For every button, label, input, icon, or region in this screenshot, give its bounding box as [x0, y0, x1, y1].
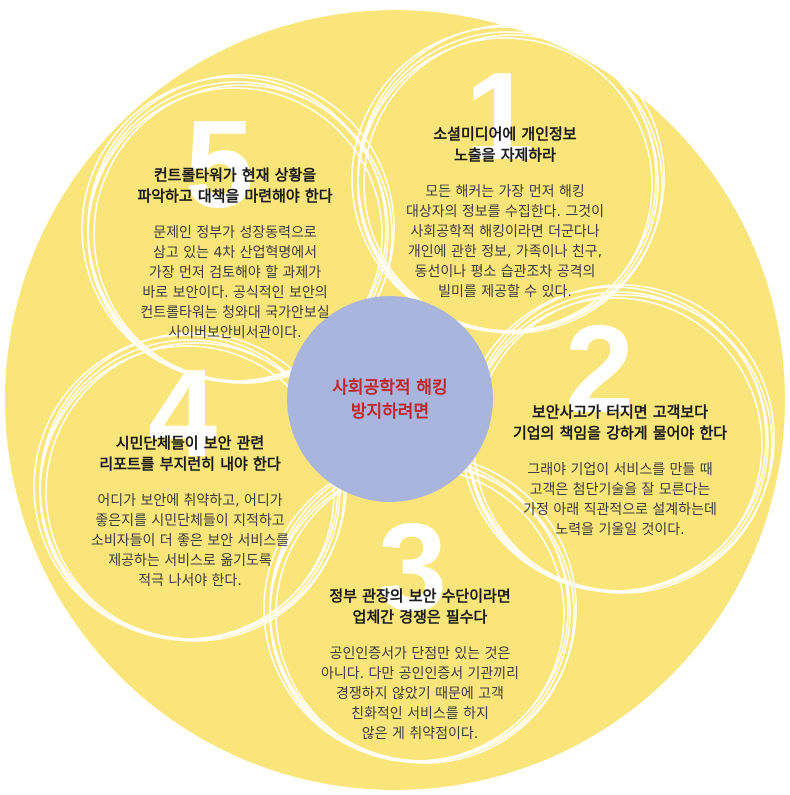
step-title-2: 보안사고가 터지면 고객보다 기업의 책임을 강하게 물어야 한다	[512, 403, 728, 442]
step-body-1: 모든 해커는 가장 먼저 해킹 대상자의 정보를 수집한다. 그것이 사회공학적…	[405, 184, 605, 300]
step-number-3: 3	[378, 499, 447, 637]
step-title-3: 정부 관장의 보안 수단이라면 업체간 경쟁은 필수다	[329, 587, 511, 626]
step-body-3: 공인인증서가 단점만 있는 것은 아니다. 다만 공인인증서 기관끼리 경쟁하지…	[320, 646, 520, 742]
ring-group-5	[81, 74, 395, 384]
step-number-4: 4	[148, 345, 217, 483]
step-body-5: 문제인 정부가 성장동력으로 삼고 있는 4차 산업혁명에서 가장 먼저 검토해…	[140, 225, 330, 341]
step-title-1: 소셜미디어에 개인정보 노출을 자제하라	[433, 125, 577, 164]
step-number-5: 5	[185, 96, 254, 234]
step-title-4: 시민단체들이 보안 관련 리포트를 부지런히 내야 한다	[99, 434, 281, 473]
step-block-1: 소셜미디어에 개인정보 노출을 자제하라 모든 해커는 가장 먼저 해킹 대상자…	[370, 124, 640, 302]
center-blue-circle	[287, 296, 493, 502]
step-block-2: 보안사고가 터지면 고객보다 기업의 책임을 강하게 물어야 한다 그래야 기업…	[475, 402, 765, 540]
step-body-4: 어디가 보안에 취약하고, 어디가 좋은지를 시민단체들이 지적하고 소비자들이…	[90, 493, 290, 589]
step-title-5: 컨트롤타워가 현재 상황을 파악하고 대책을 마련해야 한다	[137, 166, 333, 205]
step-block-5: 컨트롤타워가 현재 상황을 파악하고 대책을 마련해야 한다 문제인 정부가 성…	[95, 165, 375, 343]
center-label: 사회공학적 해킹 방지하려면	[332, 378, 448, 422]
step-block-3: 정부 관장의 보안 수단이라면 업체간 경쟁은 필수다 공인인증서가 단점만 있…	[285, 586, 555, 744]
step-number-1: 1	[465, 48, 534, 186]
step-block-4: 시민단체들이 보안 관련 리포트를 부지런히 내야 한다 어디가 보안에 취약하…	[55, 433, 325, 591]
step-body-2: 그래야 기업이 서비스를 만들 때 고객은 첨단기술을 잘 모른다는 가정 아래…	[523, 462, 717, 538]
ring-group-4	[33, 332, 347, 642]
step-number-2: 2	[565, 301, 634, 439]
